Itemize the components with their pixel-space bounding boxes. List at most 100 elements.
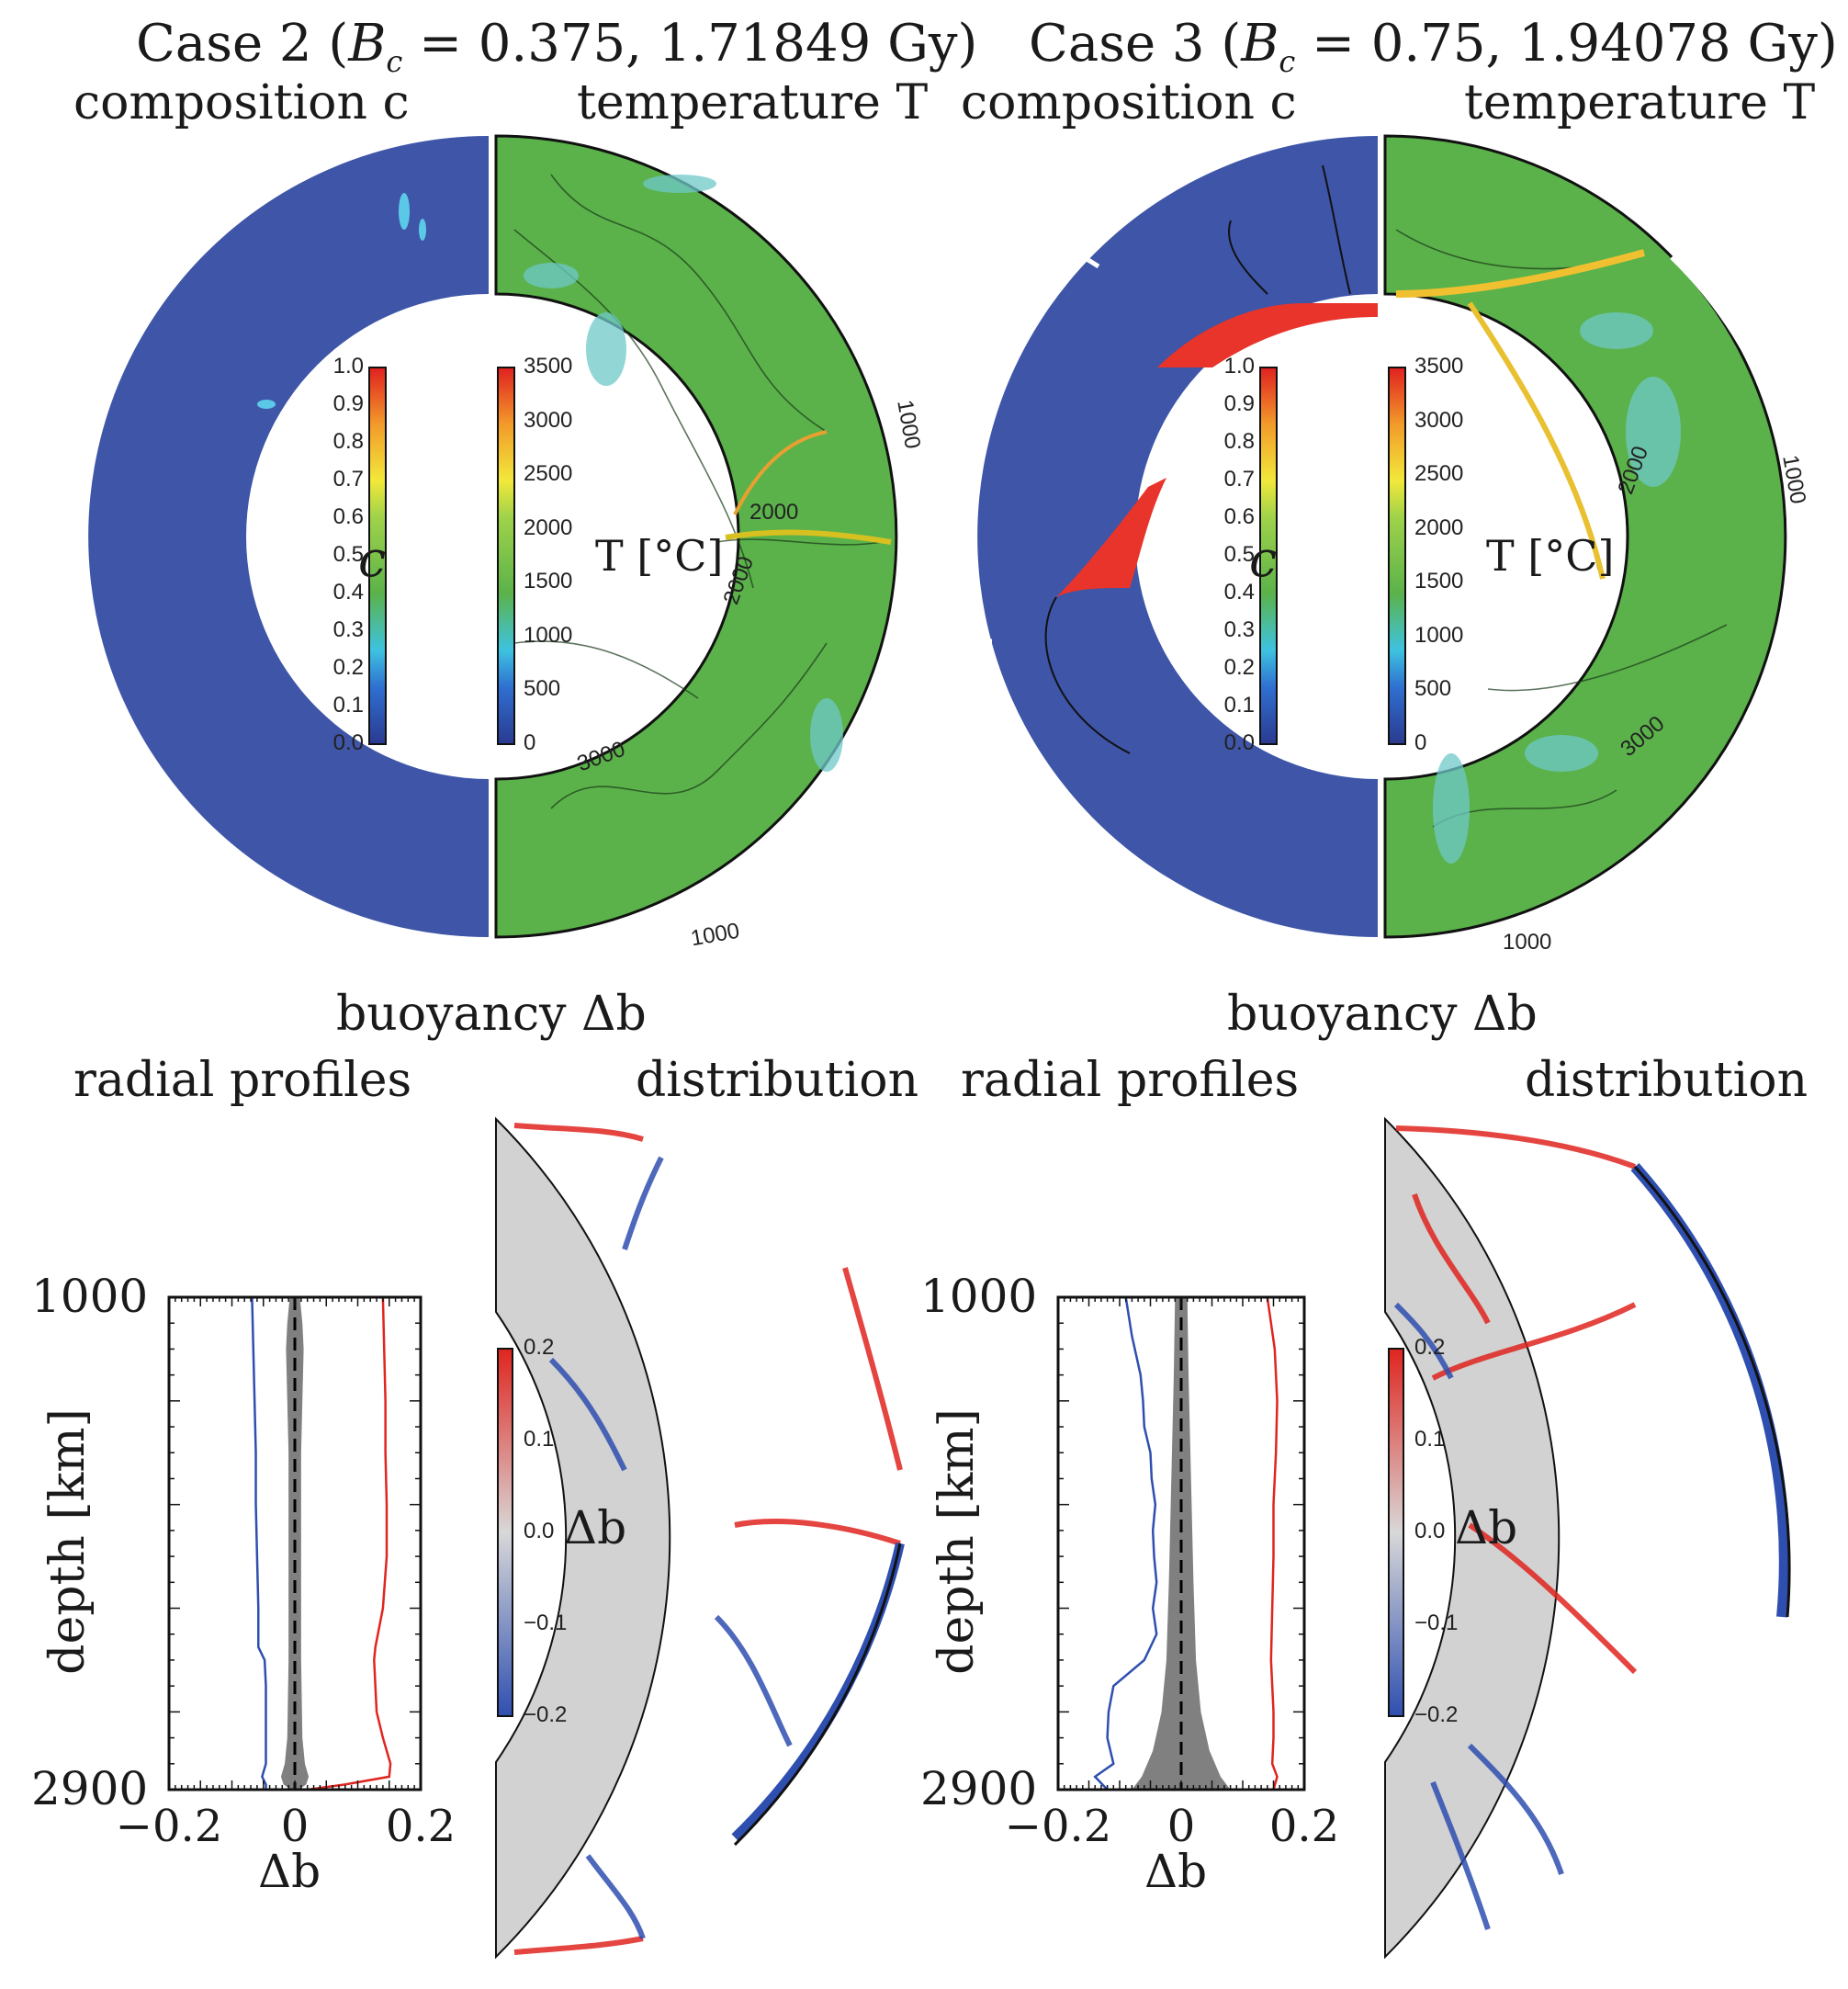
colorbar-tick-label: 1.0	[332, 354, 364, 379]
colorbar-tick-label: −0.1	[1414, 1610, 1459, 1635]
case3-pile-top	[1157, 303, 1378, 367]
profile-y-axis-label: depth [km]	[40, 1408, 96, 1675]
case3-contour-label: 1000	[1503, 930, 1552, 955]
case3-distribution-label: distribution	[1525, 1053, 1809, 1108]
colorbar-tick-label: 0.6	[1223, 504, 1255, 529]
colorbar-tick-label: 0.6	[332, 504, 364, 529]
case3-cold-patches	[1433, 312, 1681, 864]
colorbar-tick-label: 3500	[1414, 354, 1464, 379]
colorbar-tick-label: 0.7	[1223, 467, 1255, 492]
colorbar-tick-label: 0	[1414, 730, 1427, 755]
case2-title-rest: = 0.375, 1.71849 Gy)	[402, 14, 978, 73]
case3-hot-ridge	[1395, 249, 1646, 298]
case2-composition-specks	[257, 193, 426, 409]
colorbar-tick-label: −0.2	[1414, 1702, 1459, 1727]
colorbar-tick-label: 2500	[1414, 461, 1464, 487]
colorbar-tick-label: −0.1	[524, 1610, 568, 1635]
case3-profiles-label: radial profiles	[961, 1053, 1300, 1108]
profile-x-axis-label: Δb	[1144, 1845, 1208, 1898]
colorbar-tick-label: 0.2	[1414, 1335, 1446, 1360]
case2-title: Case 2 (Bc = 0.375, 1.71849 Gy)	[136, 18, 977, 80]
colorbar-tick-label: 500	[524, 676, 561, 702]
case2-buoyancy-label: buoyancy Δb	[336, 990, 647, 1038]
colorbar-tick-label: 0.4	[332, 580, 364, 605]
case3-pile-left	[1056, 478, 1166, 597]
case3-title-rest: = 0.75, 1.94078 Gy)	[1295, 14, 1838, 73]
colorbar-tick-label: 0.5	[332, 542, 364, 567]
profile-y-tick-label: 1000	[31, 1270, 149, 1323]
case3-title-var: B	[1241, 14, 1279, 73]
case2-title-var: B	[348, 14, 387, 73]
case2-isotherms	[513, 174, 883, 809]
case3-composition-half	[977, 136, 1378, 937]
colorbar-tick-label: 1000	[1414, 622, 1464, 648]
colorbar-tick-label: 0.8	[1223, 429, 1255, 454]
case3-T-axis: T [°C]	[1486, 531, 1615, 581]
colorbar-tick-label: 0.0	[1414, 1519, 1446, 1543]
colorbar-tick-label: 0.2	[1223, 655, 1255, 680]
colorbar-tick-label: 0.3	[1223, 617, 1255, 642]
case2-db-axis: Δb	[564, 1501, 627, 1554]
colorbar-tick-label: 3500	[524, 354, 573, 379]
case3-buoyancy-text: buoyancy Δb	[1227, 987, 1538, 1042]
profile-y-tick-label: 1000	[920, 1270, 1038, 1323]
colorbar-tick-label: 1500	[524, 569, 573, 594]
colorbar-tick-label: 0.1	[332, 693, 364, 718]
colorbar-tick-label: −0.2	[524, 1702, 568, 1727]
profile-x-tick-label: 0	[1166, 1801, 1196, 1852]
profile-y-axis-label: depth [km]	[930, 1408, 985, 1675]
colorbar-tick-label: 0.9	[332, 391, 364, 416]
case3-c-axis: c	[1249, 530, 1278, 588]
profile-max-line	[307, 1296, 392, 1791]
colorbar-tick-label: 0.2	[332, 655, 364, 680]
colorbar-tick-label: 2500	[524, 461, 573, 487]
case2-c-axis: c	[358, 530, 387, 588]
colorbar-tick-label: 3000	[524, 407, 573, 433]
case3-temperature-label: temperature T	[1464, 75, 1816, 130]
colorbar-tick-label: 0.2	[524, 1335, 555, 1360]
profile-x-axis-label: Δb	[258, 1845, 321, 1898]
profile-min-line	[251, 1296, 267, 1790]
case2-T-axis: T [°C]	[595, 531, 724, 581]
colorbar-tick-label: 0.5	[1223, 542, 1255, 567]
case3-annulus	[963, 134, 1801, 939]
colorbar-tick-label: 0.9	[1223, 391, 1255, 416]
colorbar-tick-label: 0.0	[524, 1519, 555, 1543]
case2-cold-patches	[524, 175, 843, 772]
colorbar-tick-label: 2000	[1414, 514, 1464, 540]
case3-db-axis: Δb	[1455, 1501, 1518, 1554]
case3-composition-label: composition c	[961, 75, 1297, 130]
profile-x-tick-label: 0.2	[385, 1801, 456, 1852]
case3-buoyancy-label: buoyancy Δb	[1227, 990, 1538, 1038]
profile-y-tick-label: 2900	[31, 1762, 149, 1815]
case2-profiles-label: radial profiles	[73, 1053, 412, 1108]
case2-temperature-label: temperature T	[577, 75, 929, 130]
case2-title-sub: c	[386, 44, 403, 80]
profile-max-line	[1266, 1296, 1279, 1791]
profile-x-tick-label: 0.2	[1268, 1801, 1340, 1852]
case2-buoyancy-text: buoyancy Δb	[336, 987, 647, 1042]
case3-buoyancy-distribution	[1384, 1116, 1791, 1960]
colorbar-tick-label: 1500	[1414, 569, 1464, 594]
case2-title-prefix: Case 2 (	[136, 14, 349, 73]
case2-distribution-label: distribution	[636, 1053, 919, 1108]
colorbar-tick-label: 0.1	[1414, 1427, 1446, 1452]
colorbar-tick-label: 0.8	[332, 429, 364, 454]
colorbar-tick-label: 500	[1414, 676, 1452, 702]
colorbar-tick-label: 0.1	[524, 1427, 555, 1452]
colorbar-tick-label: 0	[524, 730, 536, 755]
colorbar-tick-label: 2000	[524, 514, 573, 540]
case2-composition-half	[88, 136, 490, 937]
colorbar-tick-label: 0.1	[1223, 693, 1255, 718]
colorbar-tick-label: 0.0	[1223, 730, 1255, 755]
colorbar-tick-label: 0.7	[332, 467, 364, 492]
case2-composition-label: composition c	[73, 75, 410, 130]
case2-annulus	[71, 134, 914, 939]
colorbar-tick-label: 1.0	[1223, 354, 1255, 379]
profile-y-tick-label: 2900	[920, 1762, 1038, 1815]
case2-hot-finger	[725, 529, 892, 545]
colorbar-tick-label: 0.4	[1223, 580, 1255, 605]
colorbar-tick-label: 1000	[524, 622, 573, 648]
profile-min-line	[1093, 1296, 1158, 1791]
